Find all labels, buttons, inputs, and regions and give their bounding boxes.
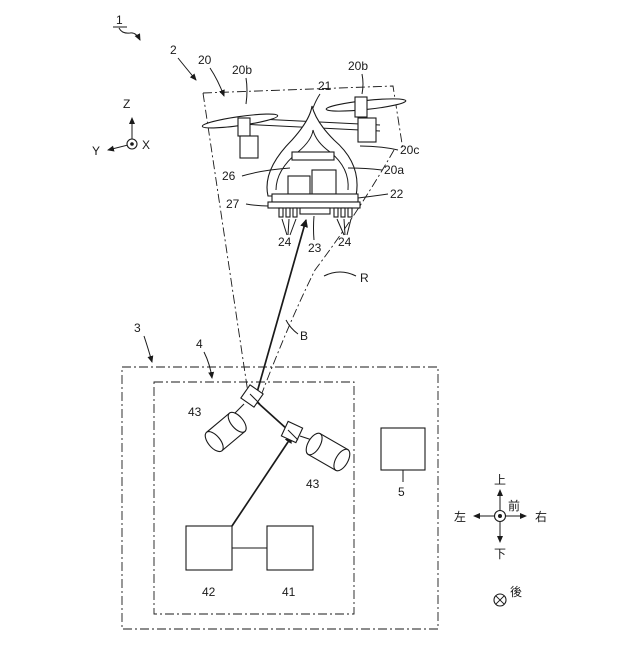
power-box <box>267 526 313 570</box>
range-reference: R <box>324 271 369 285</box>
base <box>300 208 330 214</box>
front-dot-icon <box>498 514 502 518</box>
label-spray-right: 24 <box>338 235 352 249</box>
compass-up: 上 <box>494 473 506 487</box>
label-beam: B <box>300 329 308 343</box>
motor-right <box>355 97 367 117</box>
unit: 4 <box>154 337 354 614</box>
leader-unit <box>204 352 212 378</box>
direction-compass: 上 下 左 右 前 後 <box>454 473 547 606</box>
motor-left <box>238 118 250 136</box>
compass-right: 右 <box>535 509 547 524</box>
nozzle <box>348 208 352 217</box>
axis-label-x: X <box>142 138 150 152</box>
flying-object-boundary: 2 <box>170 43 403 393</box>
label-system: 1 <box>116 13 123 27</box>
label-mirror-upper: 43 <box>188 405 202 419</box>
label-lower-frame: 20c <box>400 143 419 157</box>
nozzle <box>341 208 345 217</box>
leader-system <box>119 28 140 40</box>
leader-range <box>324 272 356 276</box>
device-box <box>381 428 425 470</box>
spray-nozzles-right <box>334 208 352 217</box>
compass-down: 下 <box>494 547 506 561</box>
label-device: 5 <box>398 485 405 499</box>
label-mirror-lower: 43 <box>306 477 320 491</box>
nozzle <box>334 208 338 217</box>
leader-station <box>144 336 152 362</box>
leader-flying-object <box>178 58 196 80</box>
label-source: 42 <box>202 585 216 599</box>
leader-plate <box>358 194 388 198</box>
compass-left: 左 <box>454 509 466 524</box>
nozzle <box>293 208 297 217</box>
leader-propeller-left <box>246 78 247 104</box>
station: 3 <box>122 321 438 629</box>
leader-dome <box>313 94 320 108</box>
compass-front: 前 <box>508 498 520 513</box>
x-axis-dot-icon <box>130 142 134 146</box>
leader-lower-frame <box>360 146 398 150</box>
label-station: 3 <box>134 321 141 335</box>
label-upper-frame: 20a <box>384 163 404 177</box>
compass-back: 後 <box>510 585 522 599</box>
label-module: 27 <box>226 197 240 211</box>
station-outline <box>122 367 438 629</box>
motor-upper <box>202 409 250 454</box>
device: 5 <box>381 428 425 499</box>
label-dome: 21 <box>318 79 332 93</box>
unit-outline <box>154 382 354 614</box>
label-flying-object: 2 <box>170 43 177 57</box>
leader-body <box>210 68 224 96</box>
label-range: R <box>360 271 369 285</box>
label-base: 23 <box>308 241 322 255</box>
source-and-power: 42 41 <box>186 526 313 599</box>
label-power: 41 <box>282 585 296 599</box>
leader-propeller-right <box>362 74 363 94</box>
payload-box-right <box>312 170 336 194</box>
leader-spray-right <box>337 219 351 235</box>
label-controller: 26 <box>222 169 236 183</box>
system-reference: 1 <box>113 13 140 40</box>
mirror-lower <box>281 421 302 442</box>
motor-housing-left <box>240 136 258 158</box>
spray-nozzles-left <box>279 208 297 217</box>
leader-beam <box>286 320 298 334</box>
nozzle <box>279 208 283 217</box>
axis-label-z: Z <box>123 97 130 111</box>
label-propeller-left: 20b <box>232 63 252 77</box>
beam-mirror-link <box>257 402 288 430</box>
controller-board <box>292 152 334 160</box>
leader-module <box>246 204 268 206</box>
label-body: 20 <box>198 53 212 67</box>
label-unit: 4 <box>196 337 203 351</box>
label-spray-left: 24 <box>278 235 292 249</box>
motor-lower <box>303 431 353 474</box>
leader-spray-left <box>282 219 296 235</box>
beam-lower-path <box>232 436 292 526</box>
plate <box>272 194 358 202</box>
mirror-assembly-upper: 43 <box>188 385 263 455</box>
coordinate-axes: Z Y X <box>92 97 150 158</box>
motor-housing-right <box>358 118 376 142</box>
mirror-assembly-lower: 43 <box>281 421 353 491</box>
nozzle <box>286 208 290 217</box>
payload-box-left <box>288 176 310 194</box>
label-plate: 22 <box>390 187 404 201</box>
source-box <box>186 526 232 570</box>
axis-label-y: Y <box>92 144 100 158</box>
leader-base <box>314 216 315 240</box>
module-plate <box>268 202 360 208</box>
label-propeller-right: 20b <box>348 59 368 73</box>
